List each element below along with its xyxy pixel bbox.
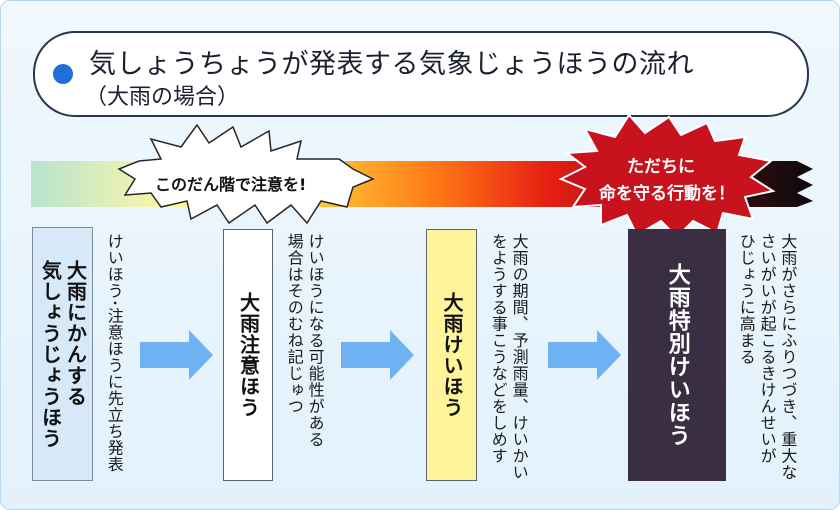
title-box: 気しょうちょうが発表する気象じょうほうの流れ （大雨の場合） — [33, 31, 809, 117]
right-arrow-icon — [548, 330, 621, 380]
stage-box-emergency-warning: 大雨特別けいほう — [628, 229, 726, 481]
caution-burst — [117, 123, 375, 225]
urgent-label-line1: ただちに — [627, 157, 695, 177]
stage-label: 大雨けいほう — [440, 292, 464, 418]
urgent-burst — [558, 113, 776, 239]
stage-label: 大雨注意ほう — [236, 292, 261, 418]
stage-box-information: 大雨にかんする 気しょうじょうほう — [32, 227, 93, 481]
caution-label: このだん階で注意を! — [155, 175, 307, 194]
stage-description: けいほう･注意ほうに先立ち発表 — [104, 233, 124, 473]
stage-box-warning: 大雨けいほう — [426, 229, 477, 481]
right-arrow-icon — [341, 330, 414, 380]
page-title: 気しょうちょうが発表する気象じょうほうの流れ — [89, 49, 694, 80]
stage-label: 大雨にかんする 気しょうじょうほう — [38, 259, 88, 449]
stage-description: 大雨がさらにふりつづき、重大な さいがいが起こるきけんせいが ひじょうに高まる — [736, 233, 798, 481]
page-subtitle: （大雨の場合） — [85, 85, 240, 110]
stage-description: けいほうになる可能性がある 場合はそのむね記じゅつ — [284, 233, 325, 448]
urgent-label-line2: 命を守る行動を！ — [599, 184, 735, 204]
right-arrow-icon — [140, 330, 213, 380]
stage-label: 大雨特別けいほう — [664, 263, 690, 447]
stage-box-advisory: 大雨注意ほう — [223, 229, 273, 481]
bullet-dot-icon — [53, 64, 73, 84]
stage-description: 大雨の期間、予測雨量、けいかい をようする事こうなどをしめす — [488, 233, 529, 481]
